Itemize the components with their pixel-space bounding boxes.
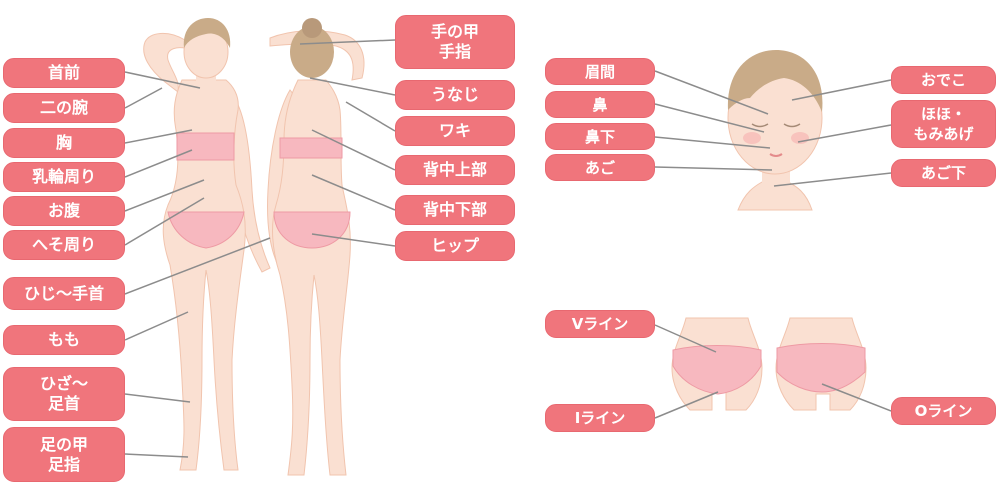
label-chin: あご [545,154,655,181]
leader-nape [309,77,396,96]
front-bandeau [176,132,235,161]
leader-chest [124,129,193,144]
label-lower-back: 背中下部 [395,195,515,225]
leader-elbow [124,237,271,295]
leader-hip [311,233,396,247]
label-armpit: ワキ [395,116,515,146]
leader-glabella [654,70,769,115]
label-nape: うなじ [395,80,515,110]
label-upper-arm: 二の腕 [3,93,125,123]
leader-armpit [345,101,396,132]
leader-v-line [654,324,717,353]
face-cheek-left [743,132,761,144]
label-navel: へそ周り [3,230,125,260]
vio-back-figure [775,317,867,411]
leader-neck-front [124,71,201,89]
leader-hand [299,39,396,45]
vio-front-figure [671,317,763,411]
leader-knee [124,393,191,403]
label-i-line: Iライン [545,404,655,432]
vio-front-briefs [672,345,762,395]
vio-back-briefs [776,343,866,393]
label-thigh: もも [3,325,125,355]
leader-belly [124,179,205,212]
label-hip: ヒップ [395,231,515,261]
leader-under-nose [654,136,771,149]
face-eye-right [783,123,801,128]
label-forehead: おでこ [891,66,996,94]
label-knee-ankle: ひざ〜 足首 [3,367,125,421]
leader-cheek [797,124,892,143]
back-head [290,26,334,78]
front-body [162,79,246,471]
face-hair [727,50,823,112]
face-mouth [769,153,783,157]
leader-thigh [124,311,189,341]
leader-lower-back [311,174,396,211]
label-neck-front: 首前 [3,58,125,88]
leader-o-line [821,383,892,412]
leader-areola [124,149,193,178]
label-o-line: Oライン [891,397,996,425]
label-glabella: 眉間 [545,58,655,85]
front-briefs [167,211,245,249]
leader-nose [654,103,765,133]
label-areola: 乳輪周り [3,162,125,192]
leader-upper-arm [124,87,163,109]
label-under-nose: 鼻下 [545,123,655,150]
label-chest: 胸 [3,128,125,158]
leader-lines [124,39,892,458]
face-eye-left [751,123,769,128]
label-foot: 足の甲 足指 [3,427,125,482]
front-figure [143,18,271,471]
back-figure [267,18,365,476]
label-upper-back: 背中上部 [395,155,515,185]
back-bandeau [279,137,343,159]
leader-i-line [654,391,719,419]
front-hair [183,18,231,48]
leader-foot [124,453,189,458]
leader-navel [124,197,205,246]
back-hair-bun [302,18,322,38]
leader-upper-back [311,129,396,171]
label-cheek-sideburn: ほほ・ もみあげ [891,100,996,148]
label-elbow-hand: ひじ〜手首 [3,277,125,310]
back-briefs [273,211,351,249]
label-under-chin: あご下 [891,159,996,187]
label-hand-fingers: 手の甲 手指 [395,15,515,69]
label-v-line: Vライン [545,310,655,338]
leader-forehead [791,79,892,101]
label-nose: 鼻 [545,91,655,118]
label-belly: お腹 [3,196,125,226]
leader-chin [654,166,773,171]
leader-under-chin [773,172,892,187]
